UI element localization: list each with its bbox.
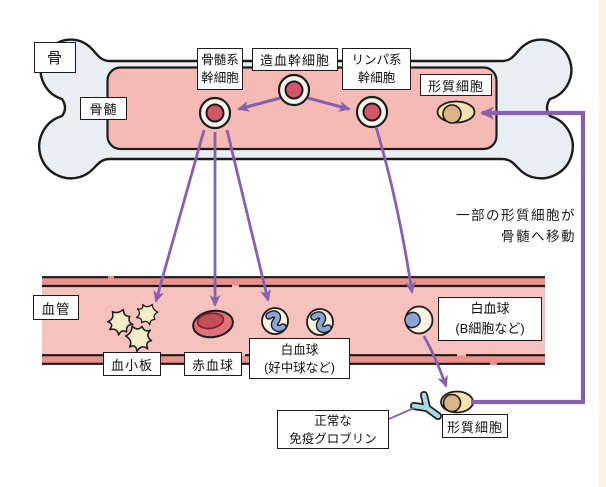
immunoglobulin-pointer-line xyxy=(388,407,415,420)
migration-annotation: 一部の形質細胞が 骨髄へ移動 xyxy=(456,208,576,244)
antibody-icon xyxy=(410,391,442,420)
hematopoietic-stem-cell-icon xyxy=(277,73,311,107)
bone-marrow-label: 骨髄 xyxy=(80,97,127,120)
wbc-neutrophil-label: 白血球 (好中球など) xyxy=(249,338,350,379)
plasma-cell-top-label: 形質細胞 xyxy=(420,74,492,96)
blood-vessel-label: 血管 xyxy=(33,295,79,320)
differentiation-arrows xyxy=(153,96,448,388)
red-blood-cell-label: 赤血球 xyxy=(184,352,242,376)
platelets-icon xyxy=(106,303,159,353)
neutrophil-2-icon xyxy=(306,308,334,336)
lymphoid-stem-cell-icon xyxy=(355,95,389,129)
plasma-cell-bottom-icon xyxy=(440,390,474,414)
immunoglobulin-label: 正常な 免疫グロブリン xyxy=(277,410,389,449)
plasma-cell-top-icon xyxy=(436,100,476,124)
page-edge-band xyxy=(599,0,606,487)
red-blood-cell-icon xyxy=(192,309,234,339)
plasma-migration-path xyxy=(471,106,586,405)
b-cell-icon xyxy=(404,305,434,335)
platelet-label: 血小板 xyxy=(103,352,161,376)
myeloid-stem-cell-icon xyxy=(198,96,232,130)
hematopoietic-stem-cell-label: 造血幹細胞 xyxy=(252,48,338,71)
lymphoid-stem-cell-label: リンパ系 幹細胞 xyxy=(342,48,411,90)
plasma-cell-bottom-label: 形質細胞 xyxy=(442,414,508,438)
bone-label: 骨 xyxy=(34,42,76,73)
myeloid-stem-cell-label: 骨髄系 幹細胞 xyxy=(197,48,243,90)
neutrophil-1-icon xyxy=(261,307,289,335)
wbc-b-cell-label: 白血球 (B細胞など) xyxy=(438,297,542,341)
